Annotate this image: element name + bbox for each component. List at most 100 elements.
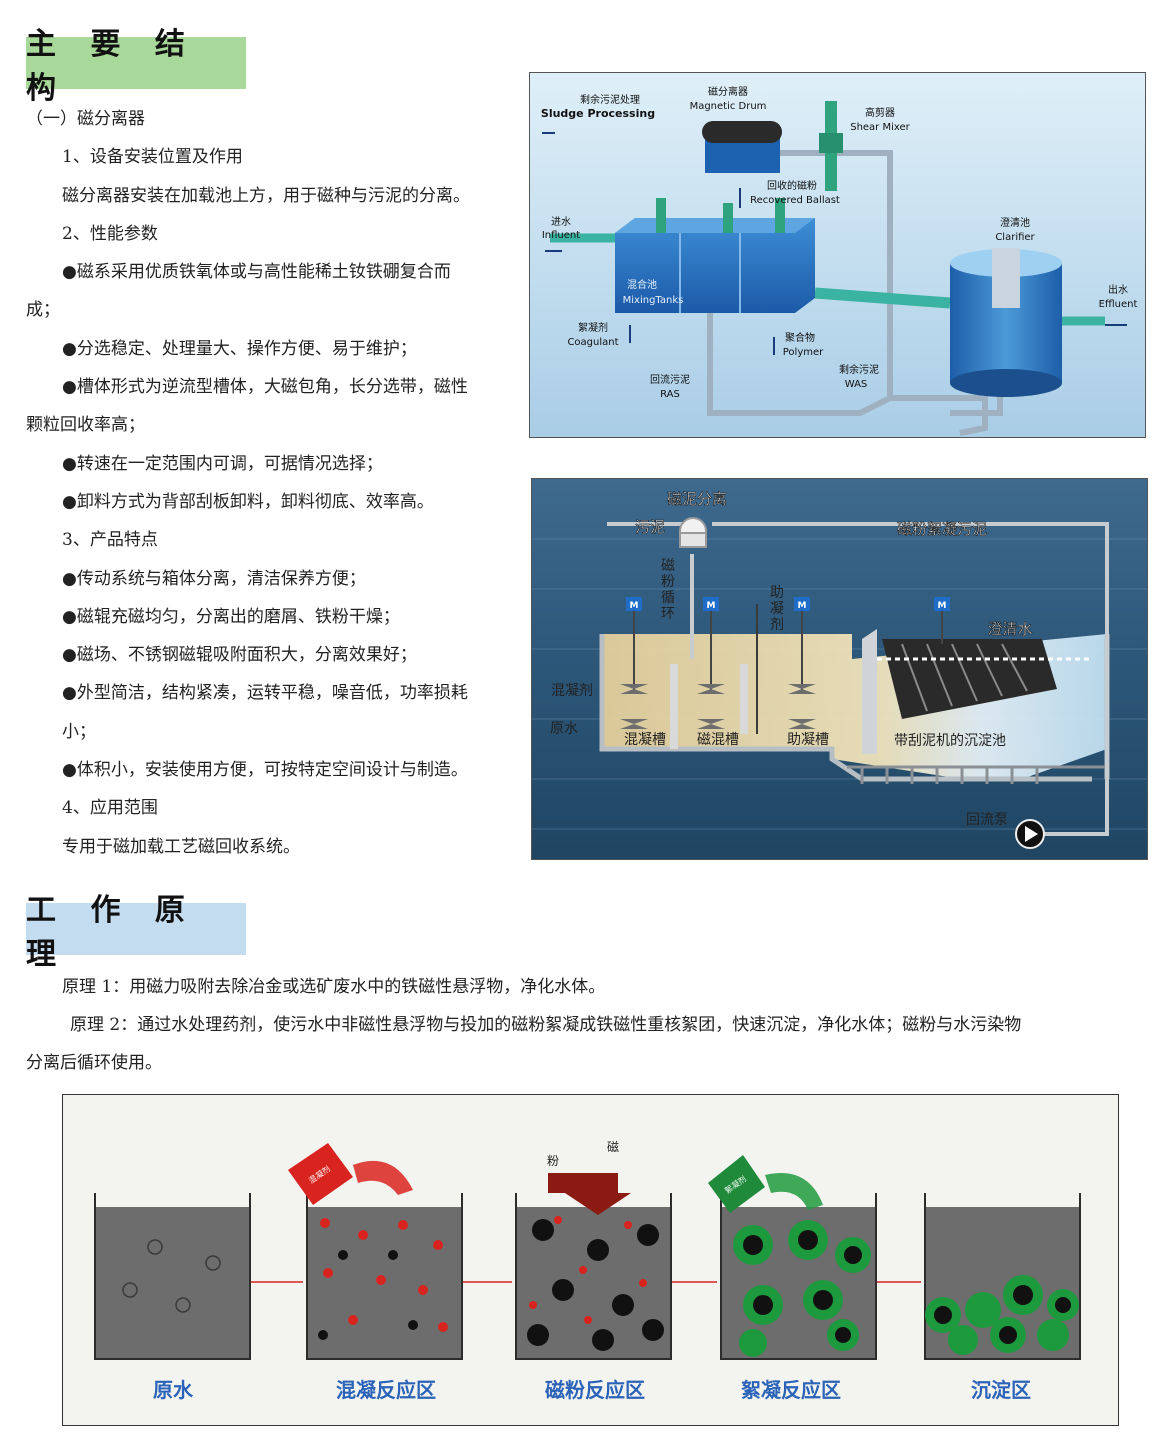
text-line: ●卸料方式为背部刮板卸料，卸料彻底、效率高。 — [62, 491, 434, 512]
text-line: 小； — [62, 721, 96, 742]
ballast-label-en: Recovered Ballast — [750, 195, 840, 206]
settler-label: 带刮泥机的沉淀池 — [894, 733, 1006, 749]
stage-coagulation: 混凝剂 混凝反应区 — [288, 1143, 463, 1402]
tank-body — [599, 629, 1110, 784]
drum-label-cn: 磁分离器 — [708, 85, 748, 98]
effluent-label-en: Effluent — [1099, 299, 1138, 310]
motor-icon: M — [794, 597, 810, 694]
cycle-char: 环 — [661, 606, 675, 622]
text-line: ●磁场、不锈钢磁辊吸附面积大，分离效果好； — [62, 645, 417, 666]
motor-icon: M — [703, 597, 719, 694]
mixing-label-en: MixingTanks — [623, 295, 684, 306]
mixing-label-cn: 混合池 — [627, 278, 657, 291]
raw-water-label: 原水 — [550, 721, 578, 737]
text-line: 2、性能参数 — [62, 223, 158, 244]
stage-label: 絮凝反应区 — [741, 1378, 841, 1402]
stage-raw-water: 原水 — [94, 1193, 251, 1402]
clear-water-label: 澄清水 — [987, 620, 1032, 638]
coagulant-label-cn: 絮凝剂 — [578, 321, 608, 334]
text-line: ●磁系采用优质铁氧体或与高性能稀土钕铁硼复合而 — [62, 262, 451, 283]
tank2-label: 磁混槽 — [697, 732, 739, 748]
cycle-char: 循 — [661, 590, 675, 606]
mixing-tanks — [615, 198, 815, 313]
principle-2: 原理 2：通过水处理药剂，使污水中非磁性悬浮物与投加的磁粉絮凝成铁磁性重核絮团，… — [70, 1015, 1022, 1035]
sludge-label-cn: 剩余污泥处理 — [580, 93, 640, 106]
stage-label: 沉淀区 — [971, 1378, 1031, 1402]
principle-2-cont: 分离后循环使用。 — [26, 1053, 162, 1073]
text-line: 成； — [26, 300, 60, 321]
coagulant-label-en: Coagulant — [567, 337, 618, 348]
text-line: 颗粒回收率高； — [26, 415, 145, 436]
text-line: （一）磁分离器 — [26, 109, 145, 129]
pump-play-icon — [1025, 826, 1038, 842]
polymer-label-en: Polymer — [783, 347, 824, 358]
stage-flocculation: 絮凝剂 絮凝反应区 — [708, 1155, 877, 1402]
clarifier-label-en: Clarifier — [995, 232, 1035, 243]
floc-sludge-label: 磁粉絮凝污泥 — [897, 520, 987, 538]
impeller-icon — [788, 719, 816, 729]
pump-label: 回流泵 — [966, 812, 1008, 828]
text-line: 磁分离器安装在加载池上方，用于磁种与污泥的分离。 — [62, 185, 470, 206]
sludge-label: 污泥 — [635, 518, 665, 536]
motor-icon: M — [934, 597, 950, 644]
was-label-cn: 剩余污泥 — [839, 363, 879, 376]
coag-agent-label: 混凝剂 — [551, 683, 593, 699]
svg-text:M: M — [707, 601, 716, 611]
text-line: ●分选稳定、处理量大、操作方便、易于维护； — [62, 338, 417, 359]
principle-1: 原理 1：用磁力吸附去除冶金或选矿废水中的铁磁性悬浮物，净化水体。 — [62, 977, 606, 997]
svg-text:M: M — [630, 601, 639, 611]
impeller-icon — [788, 684, 816, 694]
impeller-icon — [697, 684, 725, 694]
aid-char: 凝 — [770, 601, 784, 617]
text-line: ●槽体形式为逆流型槽体，大磁包角，长分选带，磁性 — [62, 377, 468, 398]
tank1-label: 混凝槽 — [624, 732, 666, 748]
text-line: ●传动系统与箱体分离，清洁保养方便； — [62, 568, 366, 589]
sludge-label-en: Sludge Processing — [541, 107, 655, 120]
flocculant-bag-icon: 絮凝剂 — [708, 1155, 765, 1213]
cycle-char: 粉 — [661, 574, 675, 590]
stage-label: 原水 — [153, 1378, 194, 1402]
coagulant-bag-icon: 混凝剂 — [288, 1143, 353, 1205]
svg-text:M: M — [938, 601, 947, 611]
drum-label-en: Magnetic Drum — [690, 101, 767, 112]
stage-settling: 沉淀区 — [924, 1193, 1081, 1402]
cycle-char: 磁 — [661, 558, 675, 574]
impeller-icon — [620, 719, 648, 729]
shear-label-cn: 高剪器 — [865, 106, 895, 119]
text-line: ●磁辊充磁均匀，分离出的磨屑、铁粉干燥； — [62, 606, 400, 627]
ras-label-cn: 回流污泥 — [650, 373, 690, 386]
process-flow-diagram: 剩余污泥处理 Sludge Processing 磁分离器 Magnetic D… — [529, 72, 1146, 438]
polymer-label-cn: 聚合物 — [785, 331, 815, 344]
influent-label-cn: 进水 — [551, 216, 571, 228]
text-line: 专用于磁加载工艺磁回收系统。 — [62, 836, 300, 857]
structure-text: （一）磁分离器 1、设备安装位置及作用 磁分离器安装在加载池上方，用于磁种与污泥… — [26, 100, 521, 866]
svg-text:M: M — [798, 601, 807, 611]
powder-label-b: 磁 — [607, 1139, 619, 1154]
text-line: 1、设备安装位置及作用 — [62, 147, 243, 168]
reaction-stages-diagram: 原水 混凝剂 混凝反应区 粉 磁 磁粉反应区 — [62, 1094, 1119, 1426]
principle-text: 原理 1：用磁力吸附去除冶金或选矿废水中的铁磁性悬浮物，净化水体。 原理 2：通… — [26, 968, 1131, 1082]
ras-label-en: RAS — [660, 389, 680, 400]
clarifier-label-cn: 澄清池 — [1000, 216, 1030, 229]
powder-label-a: 粉 — [547, 1154, 559, 1168]
impeller-icon — [620, 684, 648, 694]
influent-label-en: Influent — [542, 230, 580, 241]
effluent-label-cn: 出水 — [1108, 283, 1128, 296]
was-label-en: WAS — [845, 379, 868, 390]
aid-char: 剂 — [770, 617, 784, 633]
section-title-structure: 主 要 结 构 — [26, 27, 246, 106]
shear-mixer — [819, 101, 843, 191]
powder-arrow-icon — [548, 1173, 631, 1215]
text-line: 3、产品特点 — [62, 530, 158, 551]
text-line: ●外型简洁，结构紧凑，运转平稳，噪音低，功率损耗 — [62, 683, 468, 704]
clarifier — [950, 248, 1062, 397]
tank3-label: 助凝槽 — [787, 732, 829, 748]
stage-label: 混凝反应区 — [336, 1378, 436, 1402]
text-line: ●体积小，安装使用方便，可按特定空间设计与制造。 — [62, 760, 468, 781]
text-line: ●转速在一定范围内可调，可据情况选择； — [62, 453, 383, 474]
text-line: 4、应用范围 — [62, 798, 158, 819]
impeller-icon — [697, 719, 725, 729]
tank-process-diagram: M M M M 磁泥分离 污泥 磁粉絮凝污泥 澄清水 磁 粉 循 环 — [531, 478, 1148, 860]
stage-label: 磁粉反应区 — [545, 1378, 645, 1402]
magnetic-drum — [702, 121, 782, 173]
